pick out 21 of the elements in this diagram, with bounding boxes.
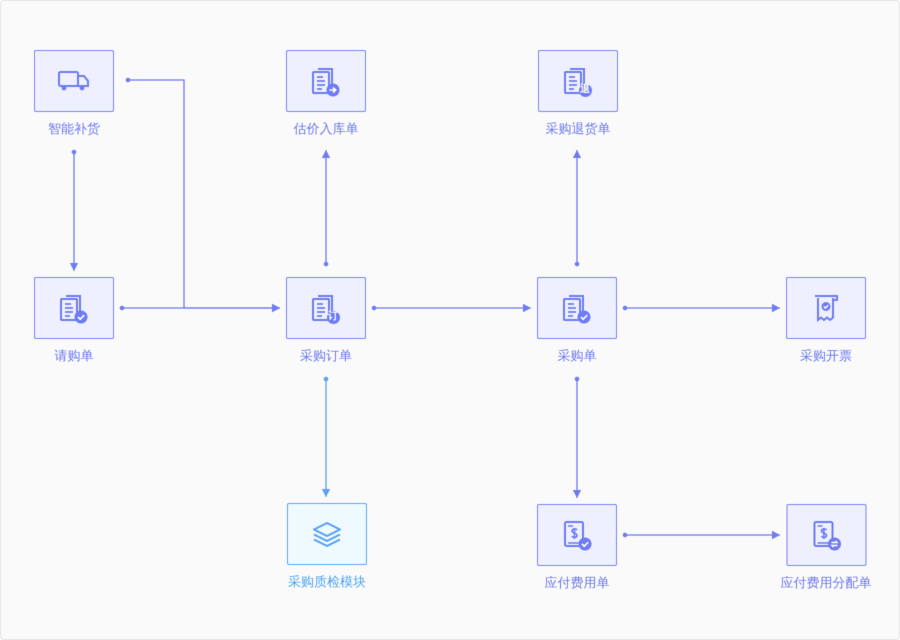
node-label: 应付费用单 (544, 574, 610, 592)
node-label: 估价入库单 (294, 120, 358, 138)
node-label: 采购单 (558, 347, 596, 365)
arrow (322, 376, 330, 497)
node-label: 采购开票 (800, 347, 852, 365)
character-badge: 订 (326, 310, 340, 324)
arrow (572, 376, 582, 498)
arrow (70, 150, 78, 271)
arrow (622, 530, 780, 540)
arrow (622, 304, 780, 312)
arrow (372, 304, 531, 312)
node-label: 采购退货单 (546, 120, 610, 138)
node-label: 应付费用分配单 (780, 574, 872, 592)
node-label: 采购订单 (300, 347, 352, 365)
node-label: 请购单 (54, 347, 94, 365)
character-badge: 退 (578, 84, 592, 96)
node-label: 智能补货 (48, 120, 100, 138)
arrow (322, 150, 330, 266)
arrow (120, 304, 280, 312)
node-label: 采购质检模块 (288, 573, 366, 591)
arrow (572, 150, 582, 266)
